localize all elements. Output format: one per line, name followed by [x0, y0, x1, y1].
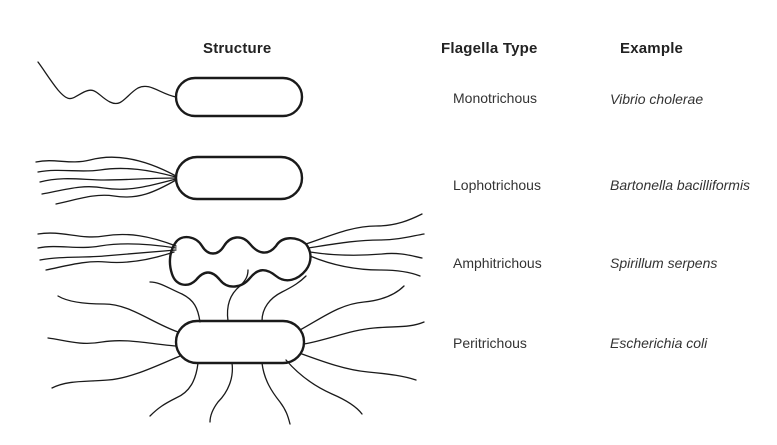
amphitrichous-right-flagellum-3	[310, 252, 422, 258]
peritrichous-flagellum-left-3	[52, 356, 180, 388]
peritrichous-flagellum-bottom-1	[150, 363, 198, 416]
amphitrichous-right-flagellum-2	[308, 234, 424, 248]
peritrichous-bacterium	[48, 270, 424, 424]
monotrichous-cell-body	[176, 78, 302, 116]
peritrichous-flagellum-top-2	[228, 270, 249, 321]
lophotrichous-flagellum-3	[40, 178, 176, 182]
peritrichous-flagellum-bottom-2	[210, 363, 232, 422]
lophotrichous-bacterium	[36, 157, 302, 204]
amphitrichous-right-flagellum-1	[306, 214, 422, 244]
lophotrichous-flagellum-1	[36, 157, 176, 176]
lophotrichous-flagellum-2	[38, 168, 176, 177]
amphitrichous-left-flagellum-3	[40, 250, 176, 260]
peritrichous-flagellum-right-3	[302, 354, 416, 380]
peritrichous-flagellum-top-3	[262, 276, 306, 321]
peritrichous-flagellum-top-1	[150, 282, 200, 322]
amphitrichous-left-flagellum-2	[38, 244, 176, 248]
peritrichous-flagellum-bottom-3	[262, 363, 290, 424]
peritrichous-flagellum-right-1	[300, 286, 404, 330]
amphitrichous-left-flagellum-1	[38, 233, 176, 246]
lophotrichous-cell-body	[176, 157, 302, 199]
peritrichous-flagellum-left-2	[48, 338, 176, 346]
peritrichous-flagellum-left-1	[58, 296, 178, 332]
peritrichous-flagellum-bottom-4	[286, 360, 362, 414]
peritrichous-flagellum-right-2	[304, 322, 424, 344]
amphitrichous-left-flagellum-4	[46, 252, 174, 270]
monotrichous-bacterium	[38, 62, 302, 116]
amphitrichous-right-flagellum-4	[310, 256, 420, 276]
peritrichous-cell-body	[176, 321, 304, 363]
lophotrichous-flagellum-4	[42, 179, 176, 194]
monotrichous-flagellum	[38, 62, 176, 104]
amphitrichous-bacterium	[38, 214, 424, 287]
amphitrichous-cell-body	[170, 237, 311, 287]
